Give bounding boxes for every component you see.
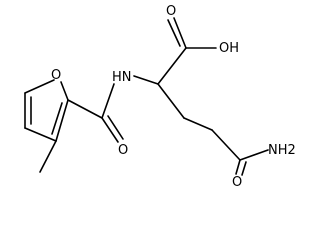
acid-carbonyl-oxygen-label: O (166, 4, 176, 19)
molecule-structure: O O OH HN O O NH2 (24, 4, 296, 189)
bond-c3-c4 (24, 127, 57, 142)
bond-amide-n (239, 149, 269, 161)
bond-amide-o-double (241, 161, 247, 176)
bond-c4-c5 (55, 99, 69, 142)
bond-n-alpha (133, 75, 159, 85)
bond-o-c5 (60, 81, 69, 101)
bond-ring-carbonyl (67, 99, 103, 119)
bond-c4-c5-double (51, 102, 63, 135)
bond-carbonyl-o (101, 117, 119, 143)
bond-carbonyl-o-double (107, 115, 124, 140)
terminal-amide-oxygen-label: O (232, 175, 242, 189)
bond-methyl (39, 140, 57, 173)
furoyl-carbonyl-oxygen-label: O (118, 143, 128, 158)
ring-oxygen-label: O (51, 68, 61, 83)
acid-hydroxyl-label: OH (219, 41, 239, 56)
bond-carbonyl-n (101, 83, 115, 119)
terminal-amine-label: NH2 (268, 143, 296, 158)
bond-alpha-beta (157, 83, 185, 119)
furan-ring (24, 79, 69, 142)
bond-cooh-o-double (167, 19, 181, 47)
bond-gamma-amide (211, 129, 241, 161)
amide-nh-label: HN (112, 70, 132, 85)
bond-alpha-cooh (157, 47, 187, 85)
bond-cooh-o (173, 17, 187, 49)
bond-o-c2 (24, 79, 55, 94)
bond-beta-gamma (183, 117, 213, 131)
bond-amide-o (235, 159, 241, 175)
